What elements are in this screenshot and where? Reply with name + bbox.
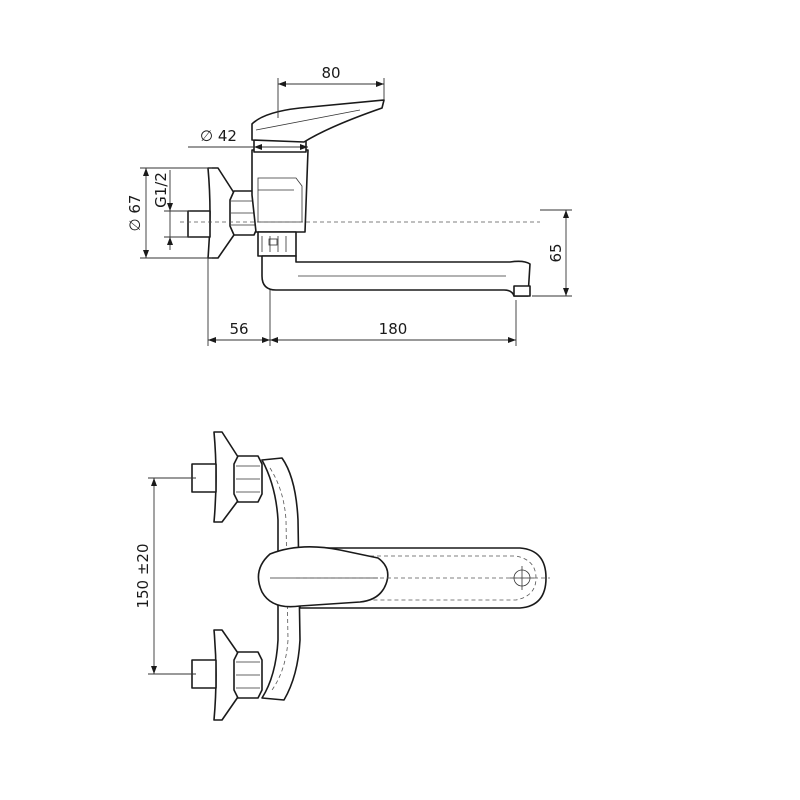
dim-reach-chain: 56 180	[207, 258, 517, 346]
valve-body	[251, 149, 309, 233]
dim-spout-height: 65	[532, 209, 572, 297]
aerator	[513, 285, 531, 297]
dim-label-65: 65	[547, 243, 565, 262]
dim-flange-diameter: ∅ 67	[126, 167, 212, 259]
dim-lever-reach: 80	[277, 64, 385, 118]
dim-thread: G1/2	[152, 170, 190, 250]
dim-label-150: 150 ±20	[134, 543, 152, 608]
dim-label-g12: G1/2	[152, 172, 170, 208]
lower-connection	[191, 629, 263, 721]
dim-label-180: 180	[379, 320, 408, 338]
dim-body-diameter: ∅ 42	[188, 127, 308, 150]
dim-label-d67: ∅ 67	[126, 195, 144, 232]
top-lever	[257, 546, 389, 608]
upper-connection	[191, 431, 263, 523]
dim-connection-spacing: 150 ±20	[134, 477, 196, 675]
front-view: 150 ±20	[134, 431, 550, 721]
dim-label-d42: ∅ 42	[200, 127, 237, 145]
dim-label-80: 80	[321, 64, 340, 82]
side-view: 80 ∅ 42 ∅ 67 G1/2	[126, 64, 572, 346]
inlet-pipe	[187, 210, 211, 238]
lever-handle	[251, 99, 385, 143]
dim-label-56: 56	[229, 320, 248, 338]
